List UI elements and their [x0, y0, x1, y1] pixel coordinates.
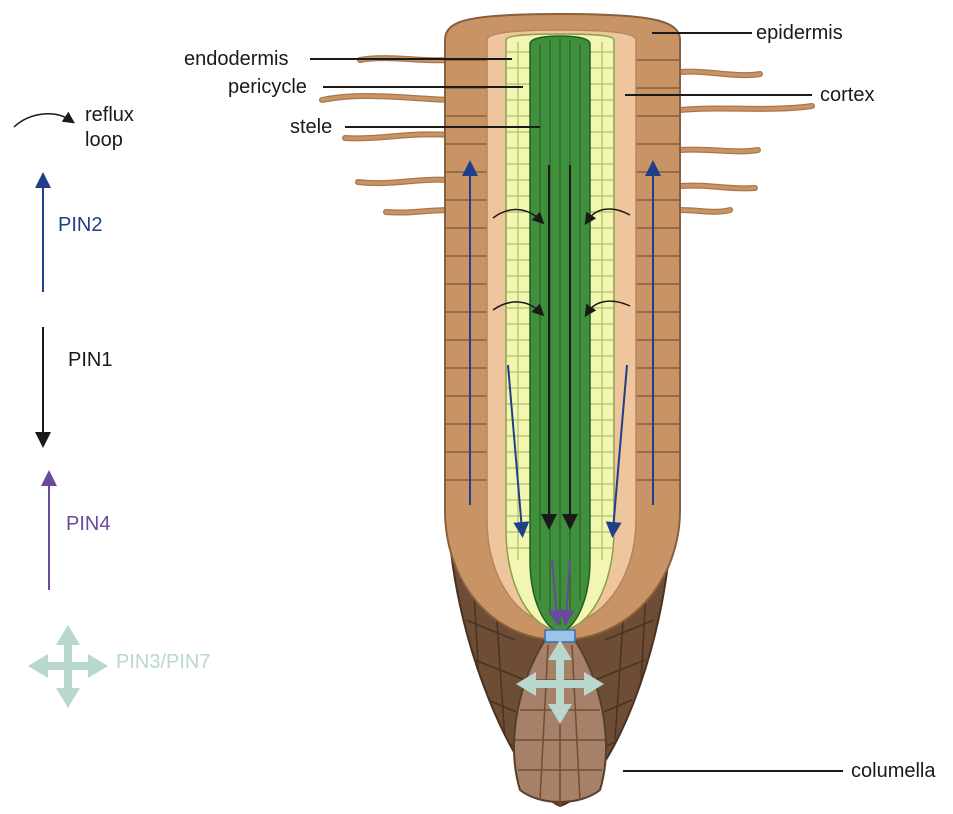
legend-reflux-line2: loop	[85, 128, 123, 152]
legend-pin37: PIN3/PIN7	[116, 650, 210, 674]
label-cortex: cortex	[820, 84, 874, 106]
legend-pin2: PIN2	[58, 213, 102, 237]
legend-pin1: PIN1	[68, 348, 112, 372]
legend-pin4: PIN4	[66, 512, 110, 536]
legend-glyphs	[14, 114, 108, 708]
label-pericycle: pericycle	[228, 76, 307, 98]
legend-reflux-line1: reflux	[85, 103, 134, 127]
label-endodermis: endodermis	[184, 48, 289, 70]
reflux-loop-legend-arrow	[14, 114, 70, 127]
label-epidermis: epidermis	[756, 22, 843, 44]
label-stele: stele	[290, 116, 332, 138]
pin37-legend-icon	[28, 625, 108, 708]
label-columella: columella	[851, 760, 935, 782]
